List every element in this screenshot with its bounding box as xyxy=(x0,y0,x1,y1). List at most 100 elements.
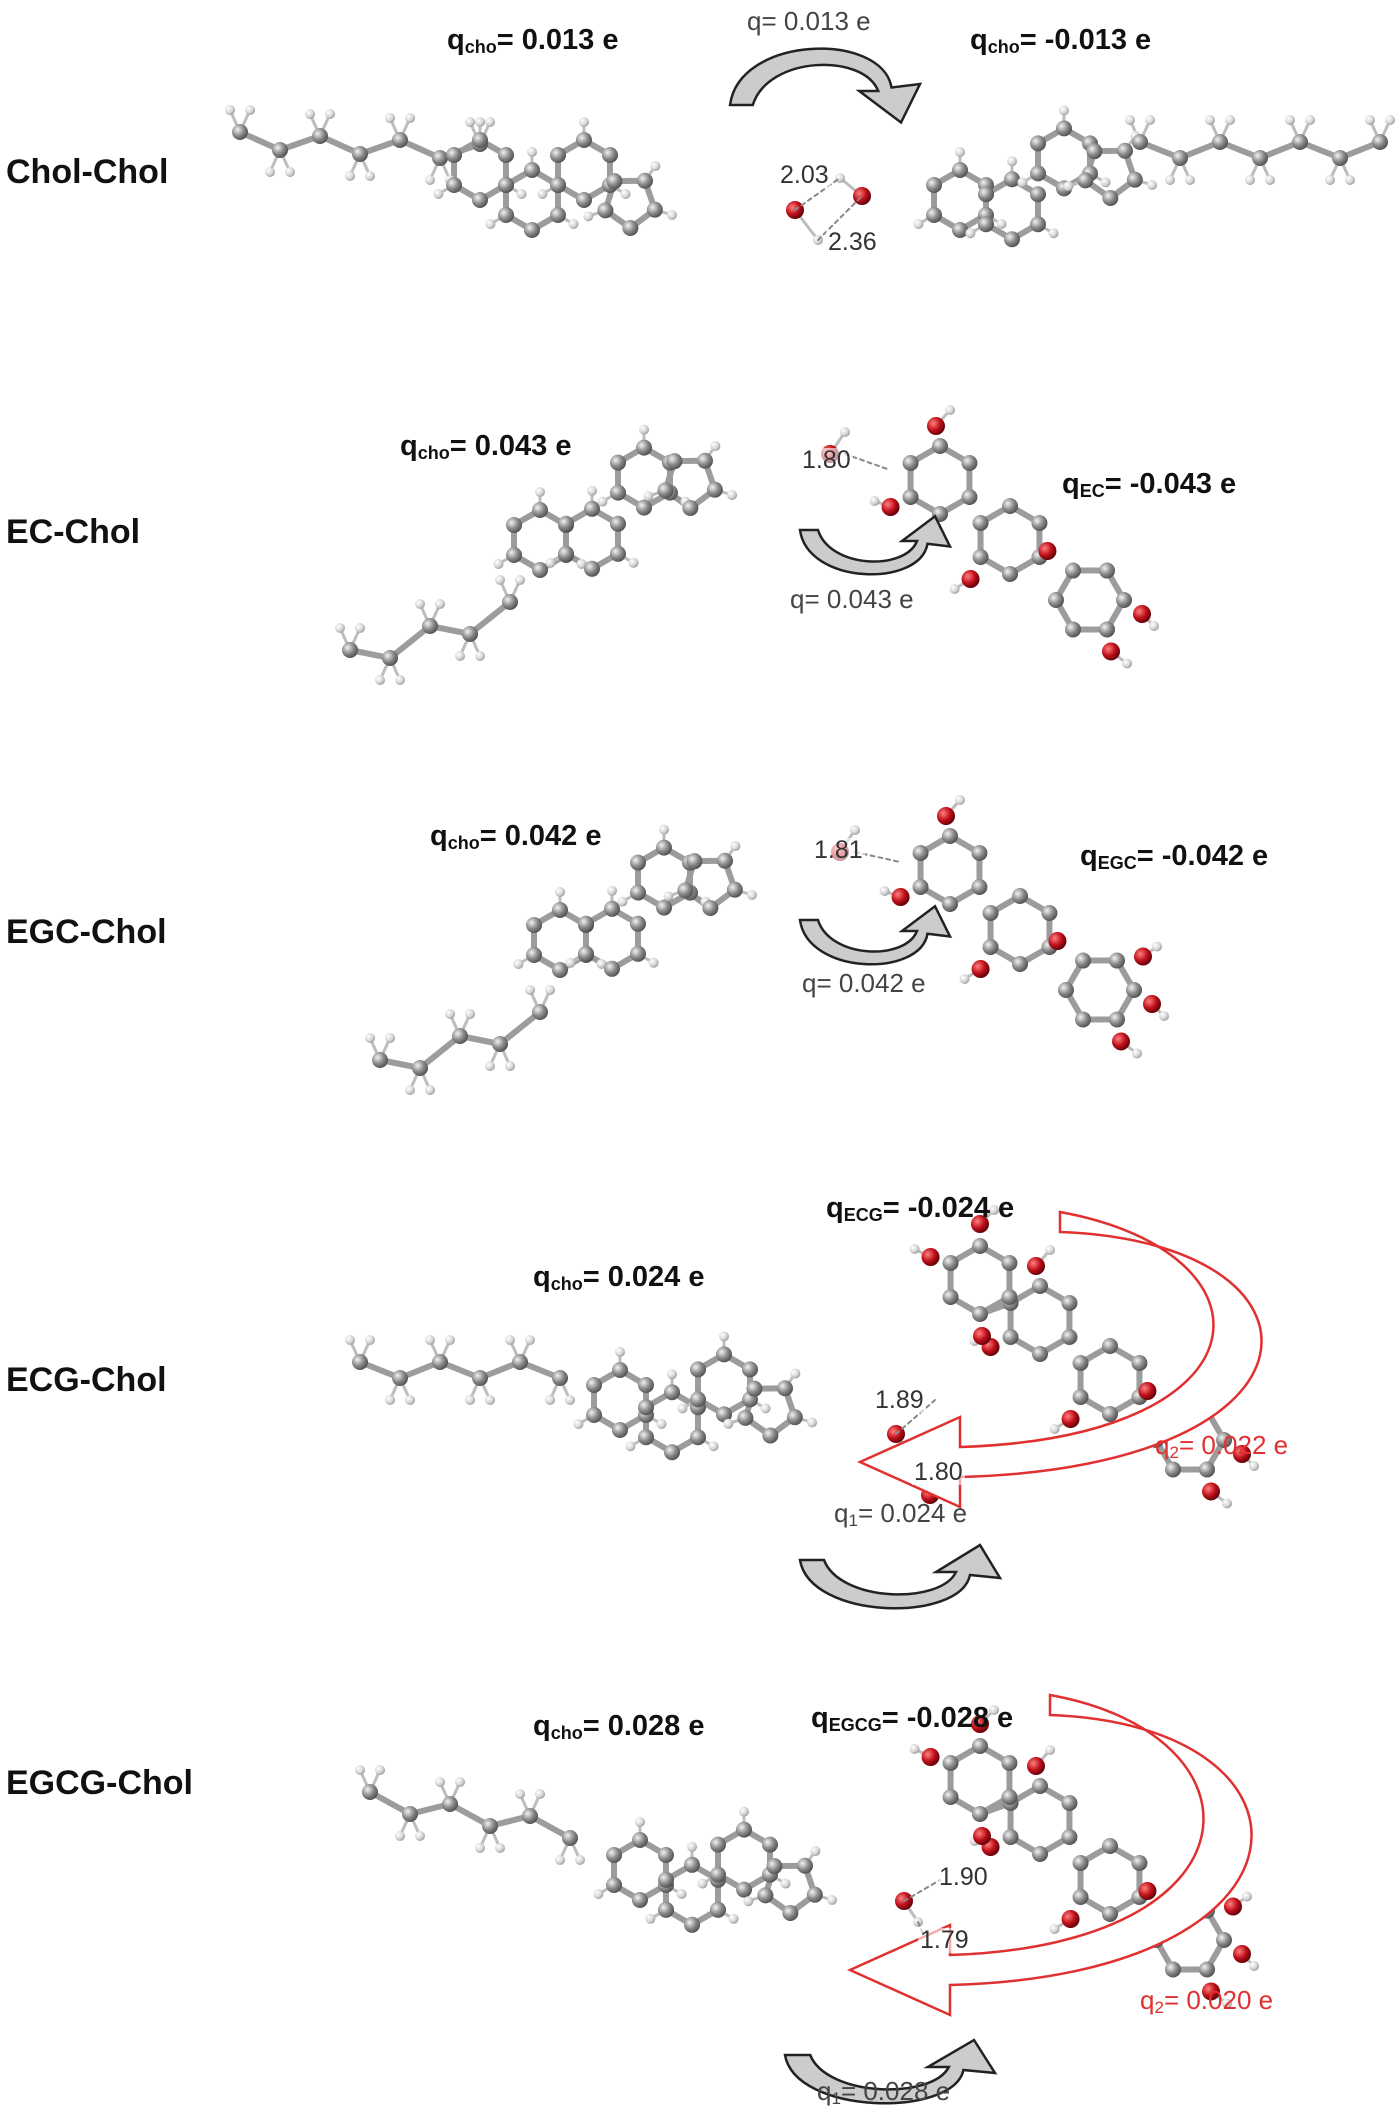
hydrogen-atom xyxy=(989,1205,999,1215)
panel-label: ECG-Chol xyxy=(6,1361,167,1399)
hydrogen-atom xyxy=(965,228,976,239)
carbon-atom xyxy=(762,1427,779,1444)
carbon-atom xyxy=(1061,1829,1078,1845)
carbon-atom xyxy=(796,1857,813,1874)
carbon-atom xyxy=(342,642,358,658)
carbon-atom xyxy=(1030,165,1047,182)
carbon-atom xyxy=(612,1362,628,1378)
hbond-length: 1.90 xyxy=(937,1863,990,1891)
panel-egc-chol: EGC-Chol qcho= 0.042 e qEGC= -0.042 e q=… xyxy=(0,730,1400,1130)
hydrogen-atom xyxy=(719,1331,729,1342)
carbon-atom xyxy=(658,1871,675,1888)
carbon-atom xyxy=(656,899,672,916)
hydrogen-atom xyxy=(425,1335,435,1345)
carbon-atom xyxy=(664,1444,680,1461)
carbon-atom xyxy=(506,517,523,533)
oxygen-atom xyxy=(971,960,990,978)
carbon-atom xyxy=(1032,1778,1048,1794)
hydrogen-atom xyxy=(345,171,355,181)
carbon-atom xyxy=(1109,1011,1125,1028)
carbon-atom xyxy=(512,1354,528,1370)
carbon-atom xyxy=(1048,592,1064,608)
hydrogen-atom xyxy=(525,985,535,995)
carbon-atom xyxy=(971,879,988,895)
carbon-atom xyxy=(656,839,672,856)
carbon-atom xyxy=(550,177,567,193)
hydrogen-atom xyxy=(1017,177,1028,188)
carbon-atom xyxy=(352,146,368,162)
carbon-atom xyxy=(392,132,408,148)
carbon-atom xyxy=(902,455,919,471)
carbon-atom xyxy=(1001,1255,1018,1271)
carbon-atom xyxy=(657,1847,674,1863)
hydrogen-atom xyxy=(537,189,548,199)
hydrogen-atom xyxy=(780,1878,791,1889)
carbon-atom xyxy=(971,845,988,861)
carbon-atom xyxy=(636,439,652,456)
carbon-atom xyxy=(1099,621,1115,638)
carbon-atom xyxy=(1032,1846,1048,1862)
hydrogen-atom xyxy=(625,1441,636,1452)
carbon-atom xyxy=(1132,134,1148,150)
carbon-atom xyxy=(1102,1838,1118,1854)
carbon-atom xyxy=(1077,172,1094,189)
hydrogen-atom xyxy=(1249,1461,1259,1471)
hydrogen-atom xyxy=(385,113,395,123)
hydrogen-bond xyxy=(895,1399,936,1435)
carbon-atom xyxy=(1032,1278,1048,1294)
carbon-atom xyxy=(972,1738,988,1754)
carbon-atom xyxy=(806,1886,823,1903)
carbon-atom xyxy=(1116,142,1133,159)
carbon-atom xyxy=(710,1836,727,1853)
carbon-atom xyxy=(1212,134,1228,150)
carbon-atom xyxy=(952,162,968,178)
hydrogen-atom xyxy=(555,1855,565,1865)
carbon-atom xyxy=(1012,888,1028,904)
oxygen-atom xyxy=(1112,1032,1130,1051)
carbon-atom xyxy=(638,1399,655,1416)
hydrogen-atom xyxy=(1145,115,1155,125)
carbon-atom xyxy=(1102,1406,1118,1422)
hydrogen-atom xyxy=(435,599,445,609)
carbon-atom xyxy=(610,484,627,501)
hydrogen-atom xyxy=(565,957,576,968)
carbon-atom xyxy=(677,882,694,899)
hydrogen-atom xyxy=(265,167,275,177)
transfer-arrow xyxy=(783,2038,998,2105)
carbon-atom xyxy=(636,172,653,189)
carbon-atom xyxy=(646,201,663,218)
carbon-atom xyxy=(1099,562,1115,579)
carbon-atom xyxy=(622,219,639,236)
carbon-atom xyxy=(684,1856,700,1873)
hydrogen-atom xyxy=(579,117,589,127)
hydrogen-atom xyxy=(475,117,485,127)
hydrogen-atom xyxy=(1222,1998,1232,2009)
hydrogen-atom xyxy=(810,1846,821,1857)
carbon-atom xyxy=(702,899,719,916)
hbond-length: 2.36 xyxy=(826,228,879,256)
carbon-atom xyxy=(606,1847,623,1863)
carbon-atom xyxy=(1041,905,1058,921)
carbon-atom xyxy=(972,1806,988,1822)
hydrogen-atom xyxy=(697,1878,708,1889)
hydrogen-atom xyxy=(1205,115,1215,125)
hydrogen-atom xyxy=(1285,115,1295,125)
oxygen-atom xyxy=(973,1827,991,1845)
hydrogen-atom xyxy=(687,1841,697,1852)
transfer-arrow-red xyxy=(846,1693,1253,2017)
oxygen-atom xyxy=(971,1215,989,1233)
hydrogen-atom xyxy=(909,1744,920,1754)
hydrogen-atom xyxy=(583,211,594,222)
hydrogen-atom xyxy=(1048,228,1059,239)
panel-label: EGC-Chol xyxy=(6,913,167,951)
hydrogen-atom xyxy=(1249,1961,1259,1971)
oxygen-atom xyxy=(1027,1257,1045,1275)
carbon-atom xyxy=(1075,952,1091,969)
carbon-atom xyxy=(658,1901,675,1918)
transfer-arrow xyxy=(798,1543,1003,1610)
hydrogen-atom xyxy=(909,1244,920,1254)
carbon-atom xyxy=(1116,592,1132,608)
carbon-atom xyxy=(741,1361,758,1378)
carbon-atom xyxy=(710,1866,727,1883)
carbon-atom xyxy=(584,500,600,517)
